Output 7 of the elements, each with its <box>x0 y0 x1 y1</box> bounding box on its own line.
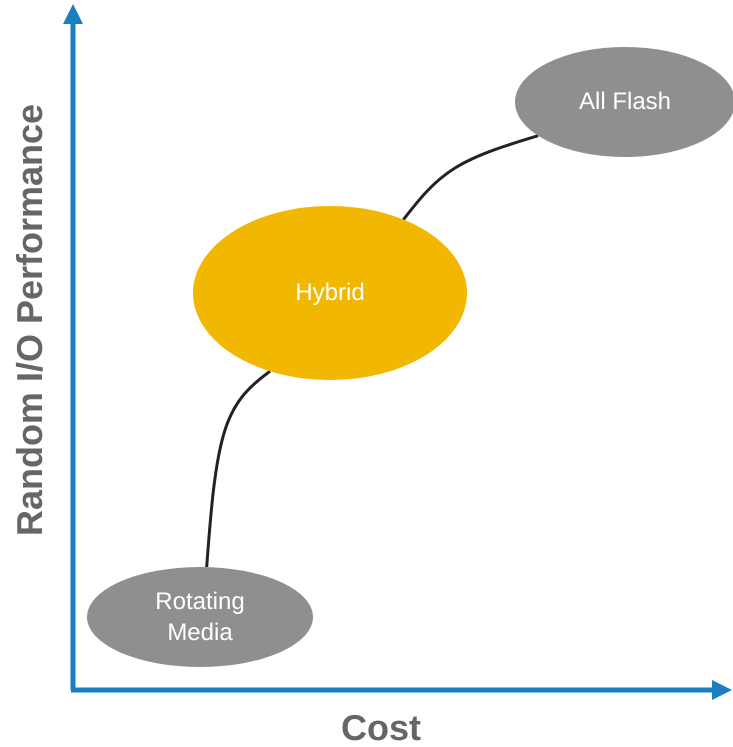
axis-title: Cost <box>341 707 421 747</box>
axis-title: Random I/O Performance <box>9 104 52 536</box>
node-label: Hybrid <box>295 278 365 308</box>
curve-connector <box>402 134 539 220</box>
node-label: All Flash <box>578 87 672 118</box>
node-label: Rotating Media <box>154 586 246 648</box>
curve-connector <box>205 370 271 568</box>
